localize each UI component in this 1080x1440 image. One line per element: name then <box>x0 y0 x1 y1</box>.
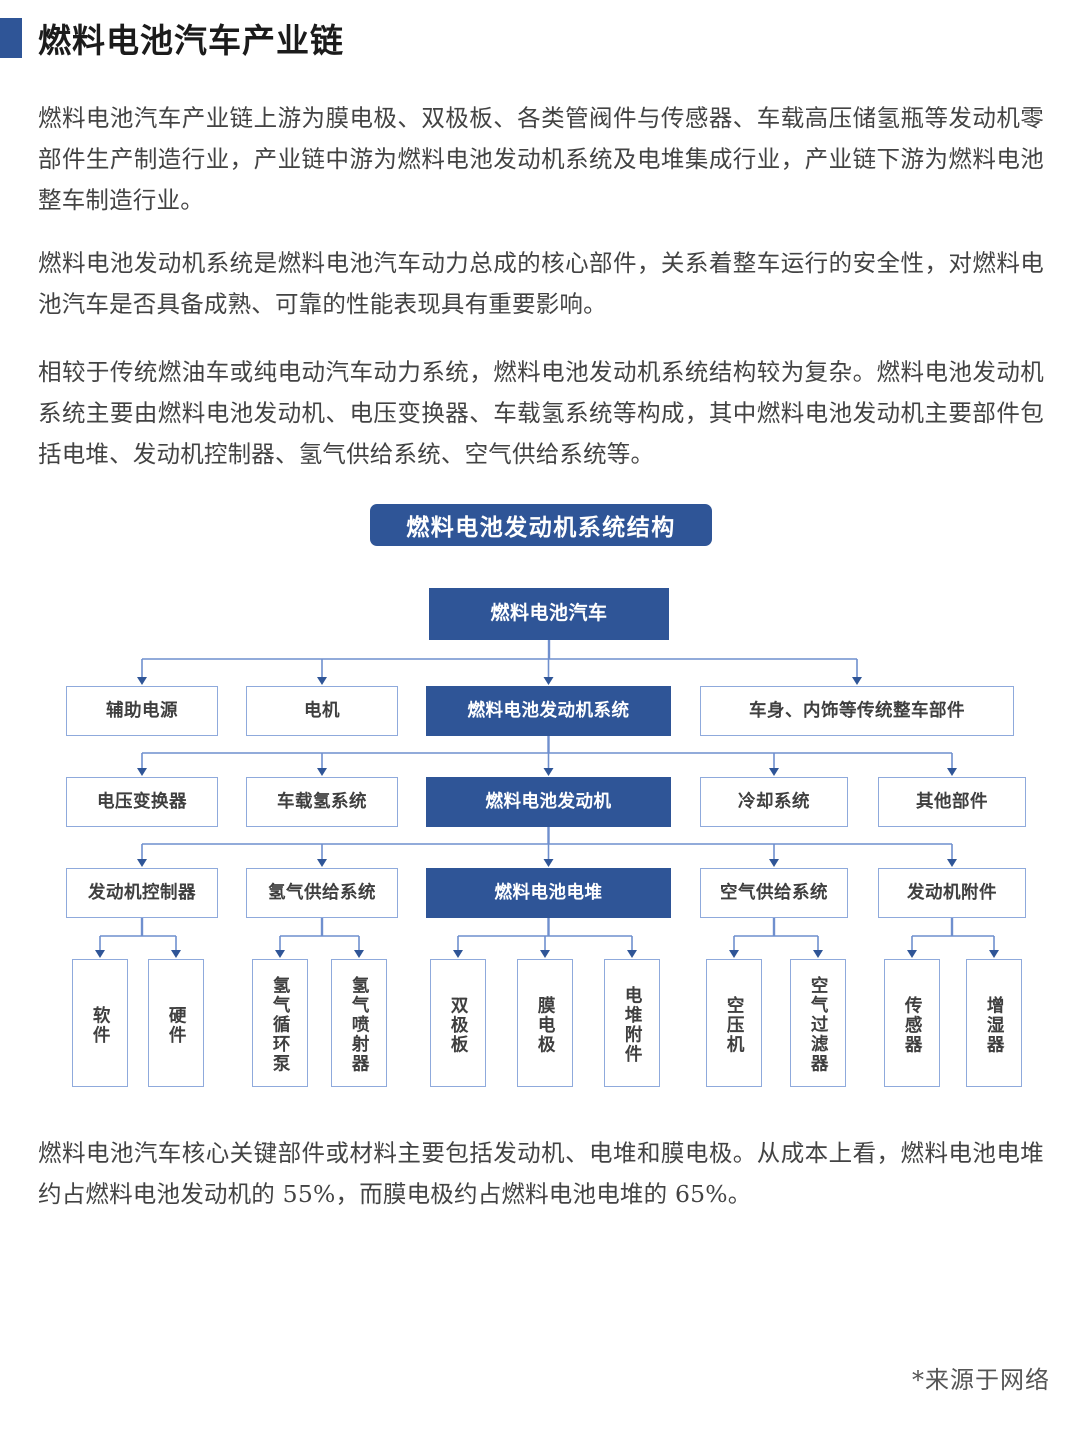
diagram-node-label: 空压机 <box>724 995 745 1055</box>
diagram-node-label: 发动机附件 <box>907 882 997 903</box>
diagram-node-n4e1: 传感器 <box>884 959 940 1087</box>
diagram-node-label: 软件 <box>90 1005 111 1045</box>
diagram-node-n3c: 燃料电池电堆 <box>426 868 671 918</box>
diagram-node-label: 氢气循环泵 <box>270 976 291 1074</box>
diagram-node-label: 燃料电池发动机系统 <box>467 700 630 721</box>
source-footnote: *来源于网络 <box>912 1366 1050 1394</box>
diagram-connectors <box>95 640 999 958</box>
diagram-node-n4d1: 空压机 <box>706 959 762 1087</box>
diagram-node-n2b: 车载氢系统 <box>246 777 398 827</box>
diagram-node-label: 膜电极 <box>535 995 556 1055</box>
diagram-node-label: 氢气供给系统 <box>268 882 376 903</box>
diagram-node-label: 增湿器 <box>984 995 1005 1055</box>
page-heading: 燃料电池汽车产业链 <box>0 14 344 62</box>
diagram-node-label: 车载氢系统 <box>277 791 367 812</box>
diagram-node-n4c2: 膜电极 <box>517 959 573 1087</box>
diagram-node-n3d: 空气供给系统 <box>700 868 848 918</box>
diagram-node-n1c: 燃料电池发动机系统 <box>426 686 671 736</box>
diagram-node-n1d: 车身、内饰等传统整车部件 <box>700 686 1014 736</box>
diagram-node-n1a: 辅助电源 <box>66 686 218 736</box>
diagram-node-n4e2: 增湿器 <box>966 959 1022 1087</box>
heading-marker-icon <box>0 18 22 58</box>
diagram-node-label: 氢气喷射器 <box>349 976 370 1074</box>
diagram-node-label: 电压变换器 <box>97 791 187 812</box>
diagram-node-label: 燃料电池电堆 <box>494 882 603 903</box>
diagram-node-label: 燃料电池汽车 <box>490 602 608 625</box>
system-structure-diagram: 燃料电池发动机系统结构 燃料电池汽车辅助电源 电机 燃料电池发动机系统 车身、内饰等传… <box>0 495 1080 1110</box>
diagram-node-label: 冷却系统 <box>738 791 810 812</box>
diagram-node-n3a: 发动机控制器 <box>66 868 218 918</box>
diagram-node-n2e: 其他部件 <box>878 777 1026 827</box>
paragraph-1: 燃料电池汽车产业链上游为膜电极、双极板、各类管阀件与传感器、车载高压储氢瓶等发动… <box>38 104 1044 214</box>
diagram-node-label: 空气过滤器 <box>808 976 829 1074</box>
diagram-node-label: 发动机控制器 <box>88 882 196 903</box>
diagram-node-label: 电机 <box>304 700 340 721</box>
diagram-node-n0: 燃料电池汽车 <box>429 588 669 640</box>
page-title: 燃料电池汽车产业链 <box>38 21 344 60</box>
diagram-node-n4b1: 氢气循环泵 <box>252 959 308 1087</box>
diagram-node-label: 辅助电源 <box>106 700 178 721</box>
diagram-node-label: 电堆附件 <box>622 986 643 1064</box>
diagram-node-n2d: 冷却系统 <box>700 777 848 827</box>
diagram-node-label: 硬件 <box>166 1005 187 1045</box>
diagram-node-n4a1: 软件 <box>72 959 128 1087</box>
diagram-node-n3b: 氢气供给系统 <box>246 868 398 918</box>
paragraph-2: 燃料电池发动机系统是燃料电池汽车动力总成的核心部件，关系着整车运行的安全性，对燃… <box>38 249 1044 318</box>
diagram-node-label: 双极板 <box>448 995 469 1055</box>
diagram-node-n4c3: 电堆附件 <box>604 959 660 1087</box>
diagram-node-label: 传感器 <box>902 995 923 1055</box>
diagram-node-n4a2: 硬件 <box>148 959 204 1087</box>
diagram-node-label: 燃料电池发动机 <box>485 791 612 812</box>
diagram-node-n2a: 电压变换器 <box>66 777 218 827</box>
diagram-node-n4d2: 空气过滤器 <box>790 959 846 1087</box>
paragraph-4: 燃料电池汽车核心关键部件或材料主要包括发动机、电堆和膜电极。从成本上看，燃料电池… <box>38 1139 1044 1208</box>
diagram-title-banner: 燃料电池发动机系统结构 <box>370 504 712 546</box>
diagram-node-n3e: 发动机附件 <box>878 868 1026 918</box>
diagram-node-n2c: 燃料电池发动机 <box>426 777 671 827</box>
diagram-node-n4c1: 双极板 <box>430 959 486 1087</box>
diagram-node-n4b2: 氢气喷射器 <box>331 959 387 1087</box>
paragraph-3: 相较于传统燃油车或纯电动汽车动力系统，燃料电池发动机系统结构较为复杂。燃料电池发… <box>38 358 1044 468</box>
diagram-node-label: 空气供给系统 <box>720 882 828 903</box>
diagram-node-n1b: 电机 <box>246 686 398 736</box>
diagram-node-label: 车身、内饰等传统整车部件 <box>749 700 965 721</box>
diagram-node-label: 其他部件 <box>916 791 988 812</box>
